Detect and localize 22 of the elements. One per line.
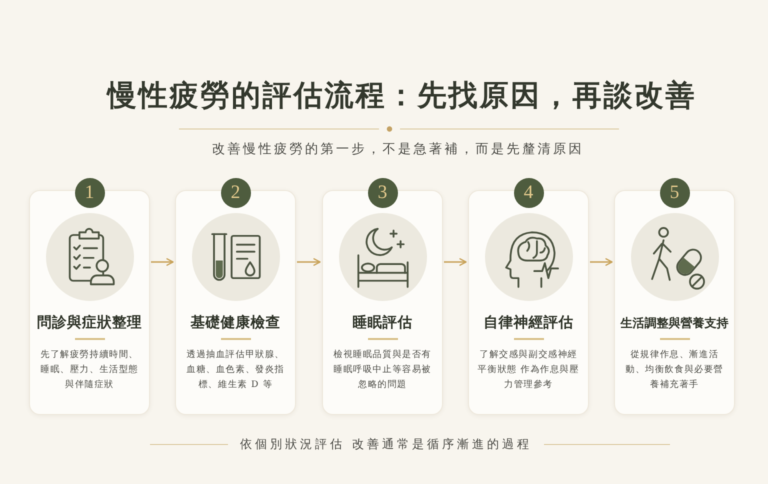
step-description: 檢視睡眠品質與是否有睡眠呼吸中止等容易被忽略的問題 <box>332 348 432 392</box>
step-number-badge: 1 <box>74 178 104 208</box>
step-heading: 自律神經評估 <box>484 313 574 333</box>
title: 慢性疲勞的評估流程：先找原因，再談改善 <box>108 77 696 113</box>
step-heading: 睡眠評估 <box>352 313 412 333</box>
step-description: 了解交感與副交感神經平衡狀態 作為作息與壓力管理參考 <box>476 348 580 392</box>
step-heading: 問診與症狀整理 <box>37 313 142 333</box>
arrow <box>297 258 321 266</box>
arrow <box>151 258 174 266</box>
subtitle: 改善慢性疲勞的第一步，不是急著補，而是先釐清原因 <box>212 141 584 159</box>
step-heading: 生活調整與營養支持 <box>620 315 728 332</box>
step-description: 從規律作息、漸進活動、均衡飲食與必要營養補充著手 <box>624 348 724 392</box>
step-number-badge: 5 <box>660 178 690 208</box>
step-heading: 基礎健康檢查 <box>190 313 280 333</box>
step-description: 先了解疲勞持續時間、睡眠、壓力、生活型態與伴隨症狀 <box>40 348 140 392</box>
step-number-badge: 3 <box>368 178 398 208</box>
arrow <box>444 258 467 266</box>
arrow <box>590 258 613 266</box>
step-number-badge: 2 <box>220 178 250 208</box>
step-number-badge: 4 <box>514 178 544 208</box>
step-description: 透過抽血評估甲狀腺、血糖、血色素、發炎指標、維生素 D 等 <box>186 348 286 392</box>
caption-text: 依個別狀況評估 改善通常是循序漸進的過程 <box>240 436 532 453</box>
